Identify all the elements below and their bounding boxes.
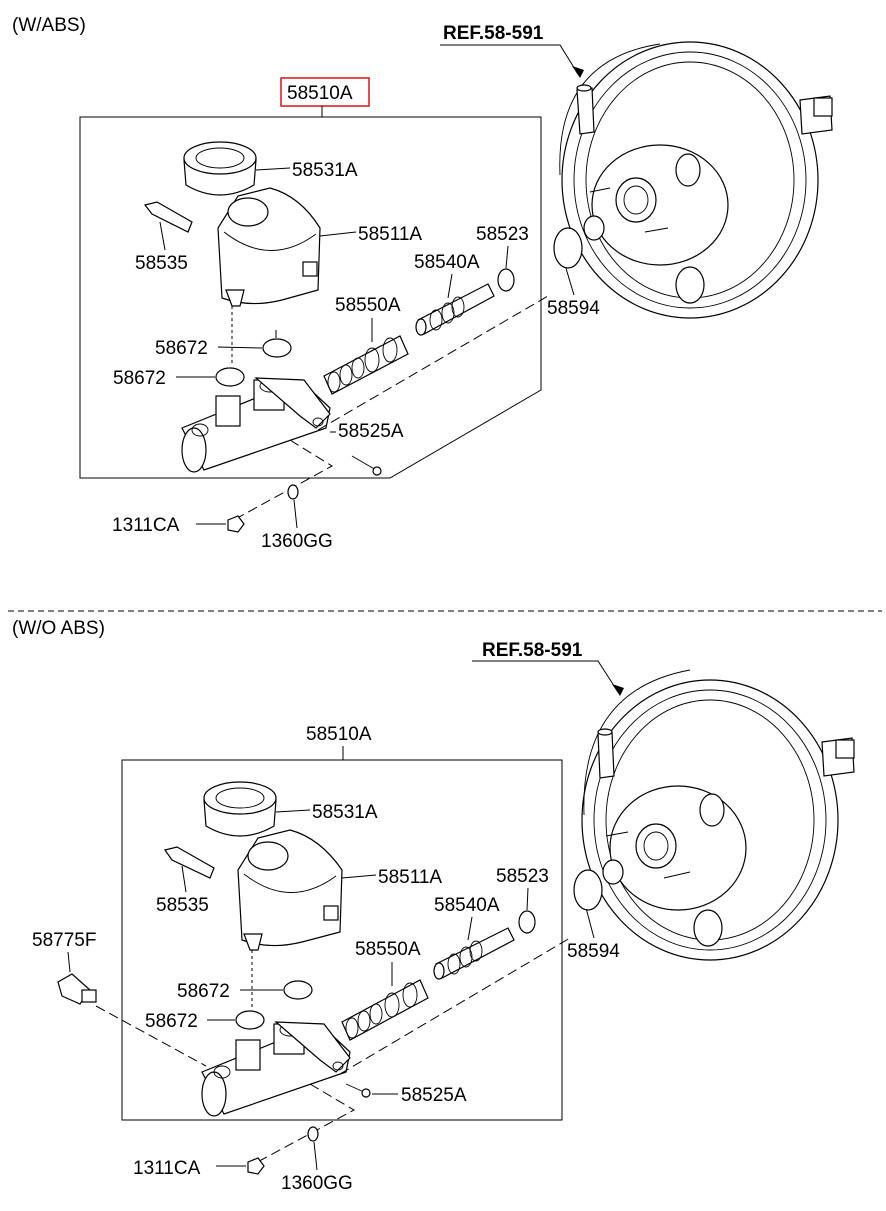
reservoir-cap <box>183 141 257 196</box>
assembly-highlight <box>280 77 370 107</box>
secondary-piston <box>433 927 515 980</box>
grommet-upper-part <box>262 338 292 358</box>
nut-part <box>247 1157 265 1175</box>
oring-part <box>573 869 603 911</box>
switch-part <box>57 973 97 1005</box>
brake-booster <box>581 669 855 961</box>
grommet-lower-part <box>235 1010 265 1030</box>
section-title: (W/O ABS) <box>12 618 105 639</box>
primary-piston <box>341 979 429 1041</box>
label-washer[interactable]: 1360GG <box>281 1173 353 1194</box>
washer-part <box>307 1126 319 1142</box>
section-with-abs: (W/ABS) REF.58-591 58510A <box>12 15 833 552</box>
label-grommet-upper[interactable]: 58672 <box>177 981 230 1002</box>
grommet-lower-part <box>215 367 245 387</box>
label-reservoir[interactable]: 58511A <box>378 867 442 888</box>
secondary-piston <box>415 283 495 336</box>
ref-arrow-icon <box>572 66 584 78</box>
label-piston-primary[interactable]: 58550A <box>335 295 401 316</box>
label-reservoir[interactable]: 58511A <box>358 224 422 245</box>
label-grommet-upper[interactable]: 58672 <box>155 338 208 359</box>
ref-arrow-icon <box>612 684 624 696</box>
pin-part <box>164 846 215 879</box>
label-cap[interactable]: 58531A <box>292 160 358 181</box>
stop-bolt-part <box>361 1088 371 1098</box>
reservoir <box>217 187 321 307</box>
section-without-abs: (W/O ABS) REF.58-591 58510A 58594 <box>12 618 855 1194</box>
label-oring[interactable]: 58594 <box>567 941 620 962</box>
label-pin[interactable]: 58535 <box>156 895 209 916</box>
brake-booster <box>559 41 833 319</box>
reservoir-cap <box>203 781 277 837</box>
assembly-label[interactable]: 58510A <box>287 83 353 104</box>
label-piston-secondary[interactable]: 58540A <box>434 895 500 916</box>
label-piston-primary[interactable]: 58550A <box>355 939 421 960</box>
assembly-box <box>79 116 542 479</box>
grommet-upper-part <box>283 980 313 1000</box>
label-stop-bolt[interactable]: 58525A <box>338 421 404 442</box>
assembly-box <box>121 759 563 1121</box>
label-grommet-lower[interactable]: 58672 <box>113 368 166 389</box>
label-oring[interactable]: 58594 <box>547 298 600 319</box>
master-cylinder-body <box>181 377 331 473</box>
ref-label[interactable]: REF.58-591 <box>482 640 583 661</box>
master-cylinder-body <box>201 1021 351 1117</box>
pin-part <box>143 201 193 233</box>
reservoir <box>237 829 343 951</box>
ring-part <box>497 268 515 292</box>
label-washer[interactable]: 1360GG <box>261 531 333 552</box>
label-nut[interactable]: 1311CA <box>112 515 180 536</box>
label-switch[interactable]: 58775F <box>32 930 96 951</box>
section-title: (W/ABS) <box>12 15 86 36</box>
label-stop-bolt[interactable]: 58525A <box>401 1085 467 1106</box>
oring-part <box>553 227 583 269</box>
stop-bolt-part <box>372 466 382 476</box>
nut-part <box>227 515 245 533</box>
washer-part <box>287 484 299 500</box>
label-pin[interactable]: 58535 <box>135 253 188 274</box>
label-ring[interactable]: 58523 <box>476 224 529 245</box>
assembly-label[interactable]: 58510A <box>306 724 372 745</box>
label-cap[interactable]: 58531A <box>312 802 378 823</box>
ref-leader <box>472 660 619 693</box>
label-ring[interactable]: 58523 <box>496 866 549 887</box>
ref-label[interactable]: REF.58-591 <box>443 23 544 44</box>
ref-leader <box>440 44 579 75</box>
label-nut[interactable]: 1311CA <box>133 1158 201 1179</box>
label-piston-secondary[interactable]: 58540A <box>414 252 480 273</box>
ring-part <box>518 910 536 934</box>
label-grommet-lower[interactable]: 58672 <box>145 1011 198 1032</box>
primary-piston <box>323 335 409 395</box>
